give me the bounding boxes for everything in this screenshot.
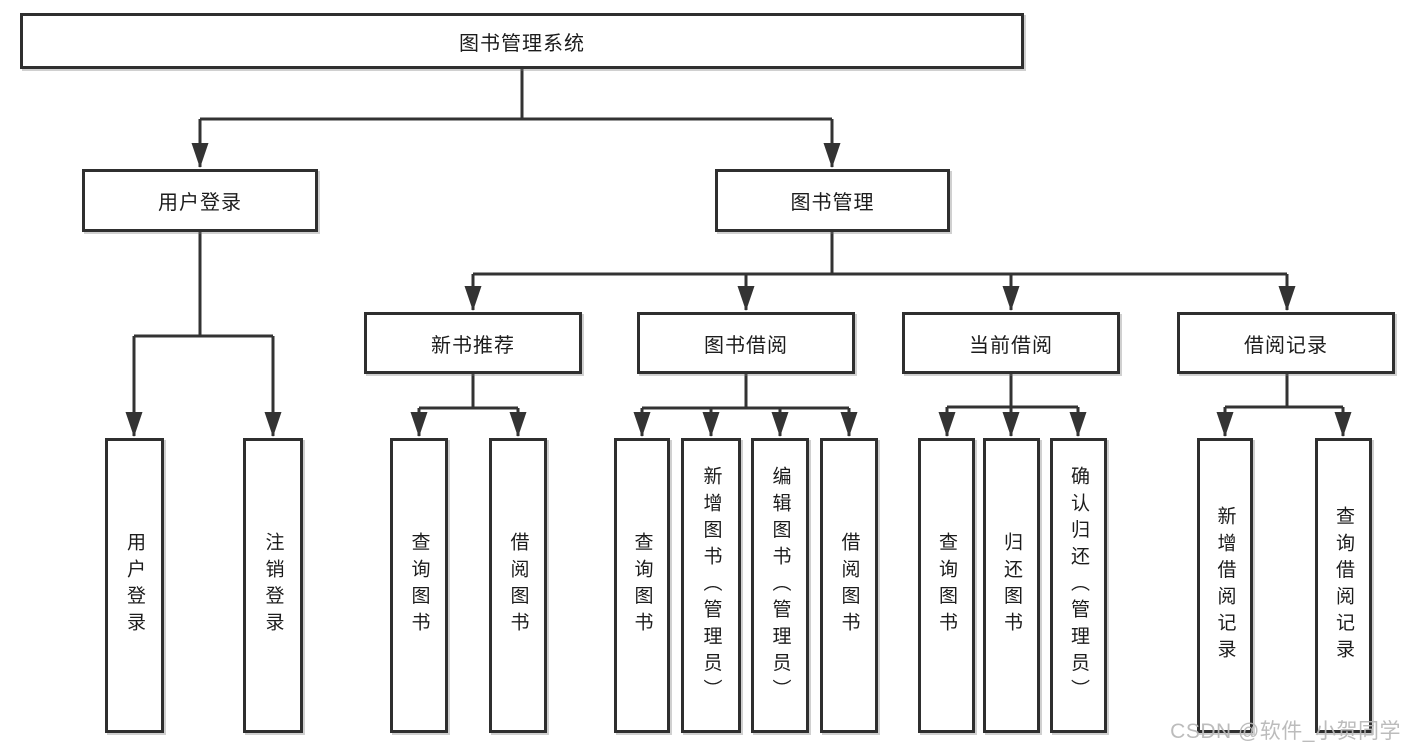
- leaf-rc-query-record-label: 查询借阅记录: [1333, 505, 1354, 666]
- leaf-bw-add-books: 新增图书（管理员）: [681, 438, 741, 733]
- leaf-user-login-label: 用户登录: [124, 532, 145, 639]
- leaf-rc-query-record: 查询借阅记录: [1315, 438, 1372, 733]
- node-user-login: 用户登录: [82, 169, 318, 232]
- node-book-borrow: 图书借阅: [637, 312, 855, 374]
- leaf-bw-query-books: 查询图书: [614, 438, 670, 733]
- leaf-rec-borrow-books-label: 借阅图书: [507, 532, 529, 639]
- leaf-bw-borrow-books-label: 借阅图书: [838, 532, 860, 639]
- node-book-management-label: 图书管理: [790, 192, 875, 214]
- leaf-bw-edit-books-label: 编辑图书（管理员）: [769, 465, 791, 706]
- leaf-rec-query-books: 查询图书: [390, 438, 448, 733]
- node-new-book-recommend: 新书推荐: [364, 312, 582, 374]
- leaf-cur-return-books-label: 归还图书: [1001, 532, 1022, 639]
- node-book-borrow-label: 图书借阅: [704, 334, 788, 357]
- leaf-cur-query-books: 查询图书: [918, 438, 975, 733]
- node-borrow-records-label: 借阅记录: [1244, 334, 1328, 357]
- node-current-borrow: 当前借阅: [902, 312, 1120, 374]
- leaf-rc-add-record: 新增借阅记录: [1197, 438, 1253, 733]
- leaf-cur-return-books: 归还图书: [983, 438, 1040, 733]
- leaf-rec-query-books-label: 查询图书: [408, 532, 430, 639]
- leaf-logout-label: 注销登录: [262, 532, 284, 639]
- leaf-rc-add-record-label: 新增借阅记录: [1214, 505, 1236, 666]
- leaf-bw-query-books-label: 查询图书: [631, 532, 653, 639]
- leaf-rec-borrow-books: 借阅图书: [489, 438, 547, 733]
- node-system-root: 图书管理系统: [20, 13, 1024, 69]
- leaf-cur-query-books-label: 查询图书: [936, 532, 957, 639]
- node-book-management: 图书管理: [715, 169, 950, 232]
- node-current-borrow-label: 当前借阅: [969, 334, 1053, 357]
- leaf-cur-confirm-return: 确认归还（管理员）: [1050, 438, 1107, 733]
- node-new-book-recommend-label: 新书推荐: [431, 334, 515, 357]
- node-system-root-label: 图书管理系统: [459, 32, 585, 55]
- leaf-cur-confirm-return-label: 确认归还（管理员）: [1068, 465, 1089, 706]
- leaf-user-login: 用户登录: [105, 438, 164, 733]
- leaf-bw-borrow-books: 借阅图书: [820, 438, 878, 733]
- node-borrow-records: 借阅记录: [1177, 312, 1395, 374]
- leaf-logout: 注销登录: [243, 438, 303, 733]
- leaf-bw-add-books-label: 新增图书（管理员）: [700, 465, 722, 706]
- leaf-bw-edit-books: 编辑图书（管理员）: [751, 438, 809, 733]
- csdn-watermark: CSDN @软件_小贺同学: [1170, 720, 1401, 743]
- node-user-login-label: 用户登录: [158, 192, 242, 214]
